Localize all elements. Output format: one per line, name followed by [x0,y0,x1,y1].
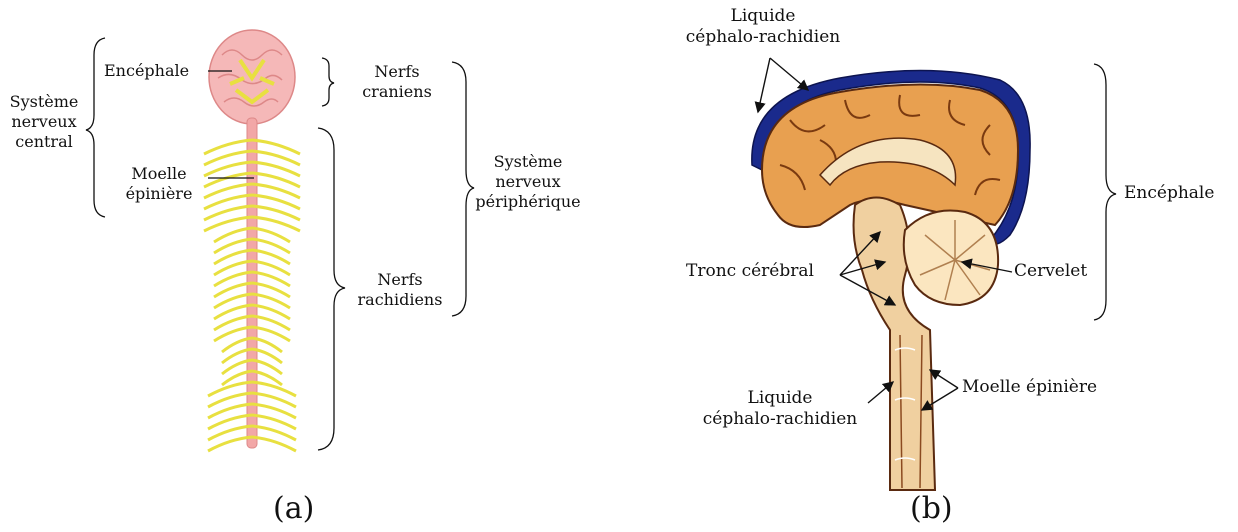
nervous-system-illustration [204,30,300,451]
label-cervelet: Cervelet [1014,261,1087,282]
label-encephale-a: Encéphale [104,61,189,81]
label-line: nerveux [4,112,84,132]
caption-b: (b) [910,490,953,528]
label-line: Liquide [680,388,880,409]
brace-rachidiens [318,128,345,450]
label-line: Système [4,92,84,112]
label-lcr-bottom: Liquide céphalo-rachidien [680,388,880,431]
label-line: Nerfs [352,62,442,82]
label-line: épinière [112,184,206,204]
caption-a: (a) [273,490,314,528]
label-line: Système [468,152,588,172]
label-line: craniens [352,82,442,102]
label-line: Liquide [668,6,858,27]
cerebellum [904,210,998,305]
label-tronc-cerebral: Tronc cérébral [686,261,814,282]
label-nerfs-rachidiens: Nerfs rachidiens [350,270,450,310]
brace-craniens [322,58,334,106]
label-systeme-central: Système nerveux central [4,92,84,152]
label-moelle-b: Moelle épinière [962,377,1097,398]
brace-encephale [1094,64,1116,320]
label-moelle-a: Moelle épinière [112,164,206,204]
label-systeme-peripherique: Système nerveux périphérique [468,152,588,212]
label-nerfs-craniens: Nerfs craniens [352,62,442,102]
brace-central [86,38,105,217]
label-line: Moelle [112,164,206,184]
label-line: Nerfs [350,270,450,290]
label-line: nerveux [468,172,588,192]
label-line: périphérique [468,192,588,212]
label-lcr-top: Liquide céphalo-rachidien [668,6,858,49]
spinal-nerve-branch [208,437,252,451]
label-line: céphalo-rachidien [668,27,858,48]
spinal-nerve-branch [252,437,296,451]
label-line: céphalo-rachidien [680,409,880,430]
label-line: central [4,132,84,152]
label-line: rachidiens [350,290,450,310]
label-encephale-b: Encéphale [1124,183,1214,204]
